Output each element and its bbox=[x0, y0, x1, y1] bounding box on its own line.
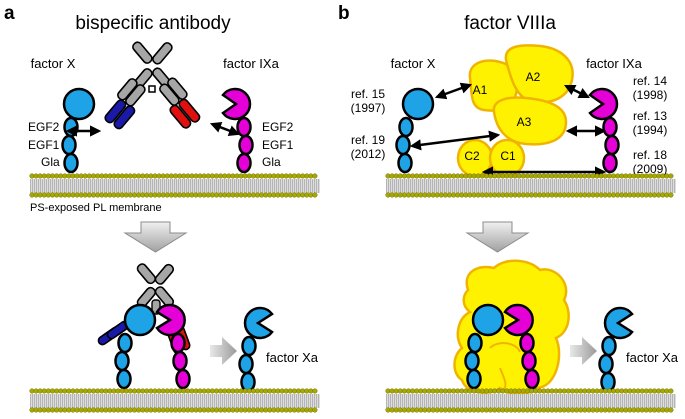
panel-a-title: bispecific antibody bbox=[75, 13, 231, 34]
lipid-head bbox=[312, 407, 318, 413]
membrane-b-top bbox=[385, 173, 676, 198]
down-arrow-a bbox=[123, 221, 188, 253]
panel-b-letter: b bbox=[338, 3, 350, 24]
factor-x-label: factor X bbox=[31, 56, 76, 71]
gla-label-right: Gla bbox=[262, 155, 281, 169]
egf2-label-right: EGF2 bbox=[262, 120, 294, 134]
factor-xa-product-a bbox=[238, 306, 274, 393]
panel-a-letter: a bbox=[4, 3, 15, 24]
panel-b-title: factor VIIIa bbox=[464, 13, 556, 34]
factor-ixa-label: factor IXa bbox=[223, 56, 279, 71]
egf1-label-right: EGF1 bbox=[262, 138, 294, 152]
ref-14-year: (1998) bbox=[633, 88, 668, 102]
a1-label: A1 bbox=[473, 83, 488, 97]
right-arrow-b bbox=[570, 337, 597, 365]
ref-15-label: ref. 15 bbox=[351, 87, 385, 101]
factor-xa-product-b bbox=[598, 306, 634, 393]
domain-a2 bbox=[504, 44, 574, 104]
lipid-head bbox=[668, 407, 674, 413]
ref-19-year: (2012) bbox=[351, 147, 386, 161]
membrane-a-bottom bbox=[29, 388, 320, 413]
a2-label: A2 bbox=[526, 70, 541, 84]
factor-viiia-complex bbox=[453, 259, 570, 396]
factor-ixa-molecule bbox=[221, 87, 254, 174]
factor-x-molecule-b bbox=[395, 87, 435, 174]
membrane-label: PS-exposed PL membrane bbox=[30, 202, 162, 214]
ref-18-year: (2009) bbox=[633, 162, 668, 176]
arrow-ref-15 bbox=[434, 82, 473, 100]
arrow-ref-14 bbox=[563, 84, 591, 99]
panel-b: b factor VIIIa factor X factor IXa ref. … bbox=[338, 3, 679, 413]
down-arrow-b bbox=[465, 221, 530, 253]
factor-xa-label-a: factor Xa bbox=[266, 350, 319, 365]
factor-ixa-label-b: factor IXa bbox=[586, 56, 642, 71]
antibody-complex-a bbox=[97, 263, 191, 390]
egf2-label-left: EGF2 bbox=[28, 120, 60, 134]
ref-13-year: (1994) bbox=[633, 123, 668, 137]
membrane-b-bottom bbox=[385, 388, 676, 413]
ref-14-label: ref. 14 bbox=[633, 74, 667, 88]
panel-a: a bispecific antibody factor X factor IX… bbox=[4, 3, 320, 413]
gla-label-left: Gla bbox=[41, 155, 60, 169]
lipid-head bbox=[668, 173, 674, 179]
egf1-label-left: EGF1 bbox=[28, 138, 60, 152]
ref-19-label: ref. 19 bbox=[351, 133, 385, 147]
bispecific-antibody bbox=[104, 41, 201, 130]
lipid-head bbox=[668, 192, 674, 198]
lipid-head bbox=[312, 173, 318, 179]
lipid-head bbox=[312, 388, 318, 394]
binding-arrow-right bbox=[209, 121, 241, 137]
factor-xa-label-b: factor Xa bbox=[626, 350, 679, 365]
arrow-ref-19 bbox=[409, 130, 501, 151]
factor-viiia bbox=[456, 44, 574, 178]
domain-a3 bbox=[492, 96, 568, 146]
a3-label: A3 bbox=[517, 115, 532, 129]
c1-label: C1 bbox=[500, 149, 516, 163]
membrane-a-top bbox=[29, 173, 320, 198]
ref-13-label: ref. 13 bbox=[633, 109, 667, 123]
right-arrow-a bbox=[210, 337, 237, 365]
ref-18-label: ref. 18 bbox=[633, 148, 667, 162]
factor-ixa-molecule-b bbox=[588, 87, 620, 174]
lipid-head bbox=[668, 388, 674, 394]
lipid-head bbox=[312, 192, 318, 198]
c2-label: C2 bbox=[464, 149, 480, 163]
factor-x-label-b: factor X bbox=[391, 56, 436, 71]
ref-15-year: (1997) bbox=[351, 101, 386, 115]
